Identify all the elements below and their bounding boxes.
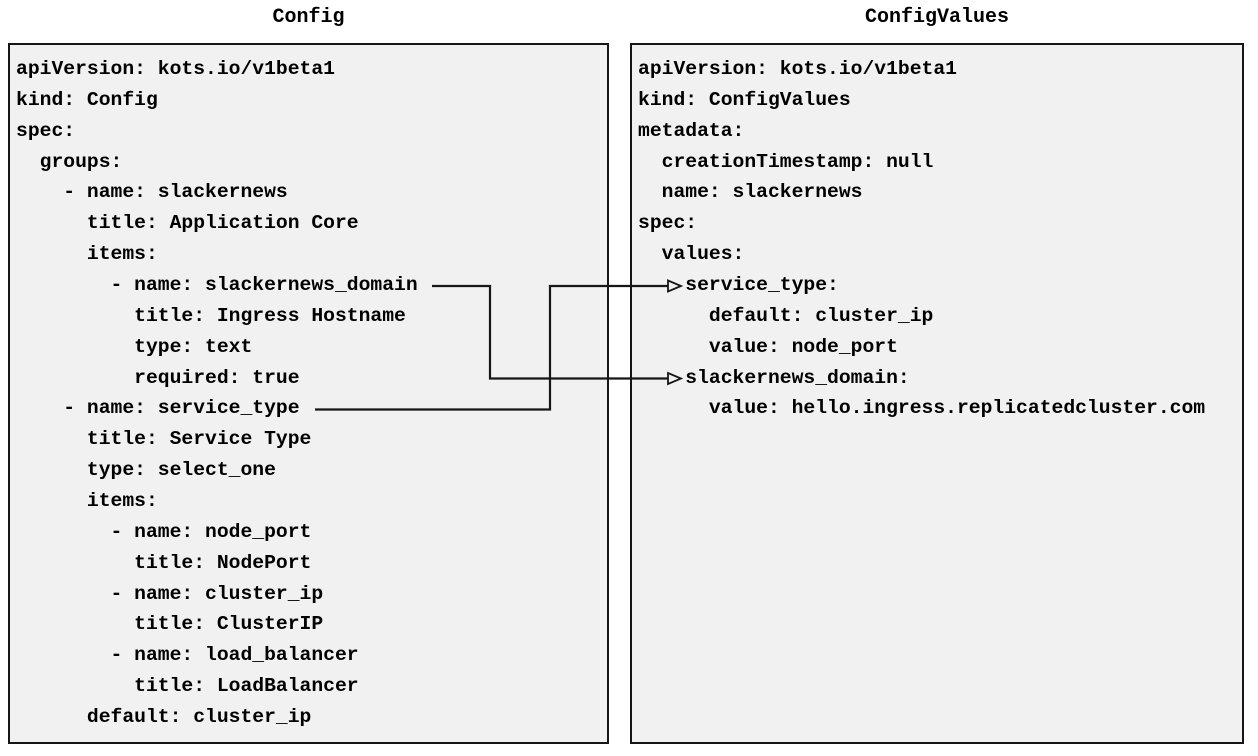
config-yaml-code: apiVersion: kots.io/v1beta1 kind: Config… <box>16 58 418 729</box>
config-panel: apiVersion: kots.io/v1beta1 kind: Config… <box>8 43 609 744</box>
configvalues-panel-title: ConfigValues <box>864 6 1010 29</box>
configvalues-panel: apiVersion: kots.io/v1beta1 kind: Config… <box>630 43 1244 744</box>
configvalues-yaml-code: apiVersion: kots.io/v1beta1 kind: Config… <box>638 58 1206 420</box>
config-panel-title: Config <box>272 6 345 29</box>
